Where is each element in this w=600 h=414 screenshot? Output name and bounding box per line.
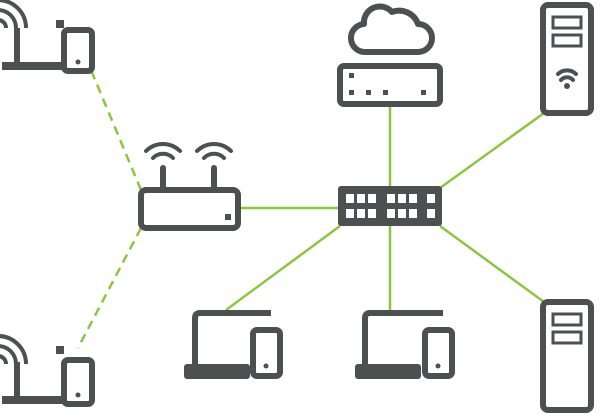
tower-pc-icon [540, 299, 594, 413]
switch-port [368, 194, 376, 203]
switch-port [357, 209, 365, 218]
link-switch-tower [439, 224, 545, 304]
modem-icon [337, 63, 443, 107]
wireless-desk-icon [0, 0, 95, 74]
wifi-signal-icon [195, 141, 233, 160]
wifi-signal-icon [0, 0, 28, 29]
switch-port [398, 209, 406, 218]
wifi-signal-icon [0, 334, 28, 365]
switch-port [357, 194, 365, 203]
switch-port [387, 209, 395, 218]
switch-icon [338, 186, 442, 226]
links-layer [76, 69, 545, 349]
switch-port [398, 194, 406, 203]
switch-port [409, 209, 417, 218]
switch-port [346, 194, 354, 203]
link-switch-laptop-left [225, 224, 341, 312]
wifi-signal-icon [144, 141, 182, 160]
cloud-icon [347, 3, 435, 56]
switch-port [346, 209, 354, 218]
link-router-desk-bottom [76, 227, 143, 349]
wireless-desk-icon [0, 334, 95, 407]
phone-icon [250, 327, 283, 379]
switch-port [409, 194, 417, 203]
switch-ports [346, 194, 435, 218]
switch-port [427, 194, 435, 203]
phone-icon [422, 327, 455, 379]
tower-pc-wifi-icon [540, 2, 594, 116]
switch-port [427, 209, 435, 218]
link-router-desk-top [89, 69, 143, 191]
switch-port [387, 194, 395, 203]
switch-port [368, 209, 376, 218]
wireless-router-icon [138, 141, 241, 231]
laptop-icon [355, 310, 443, 379]
link-switch-tower-wifi [439, 111, 545, 190]
wifi-signal-icon [556, 68, 578, 89]
laptop-icon [184, 310, 271, 379]
